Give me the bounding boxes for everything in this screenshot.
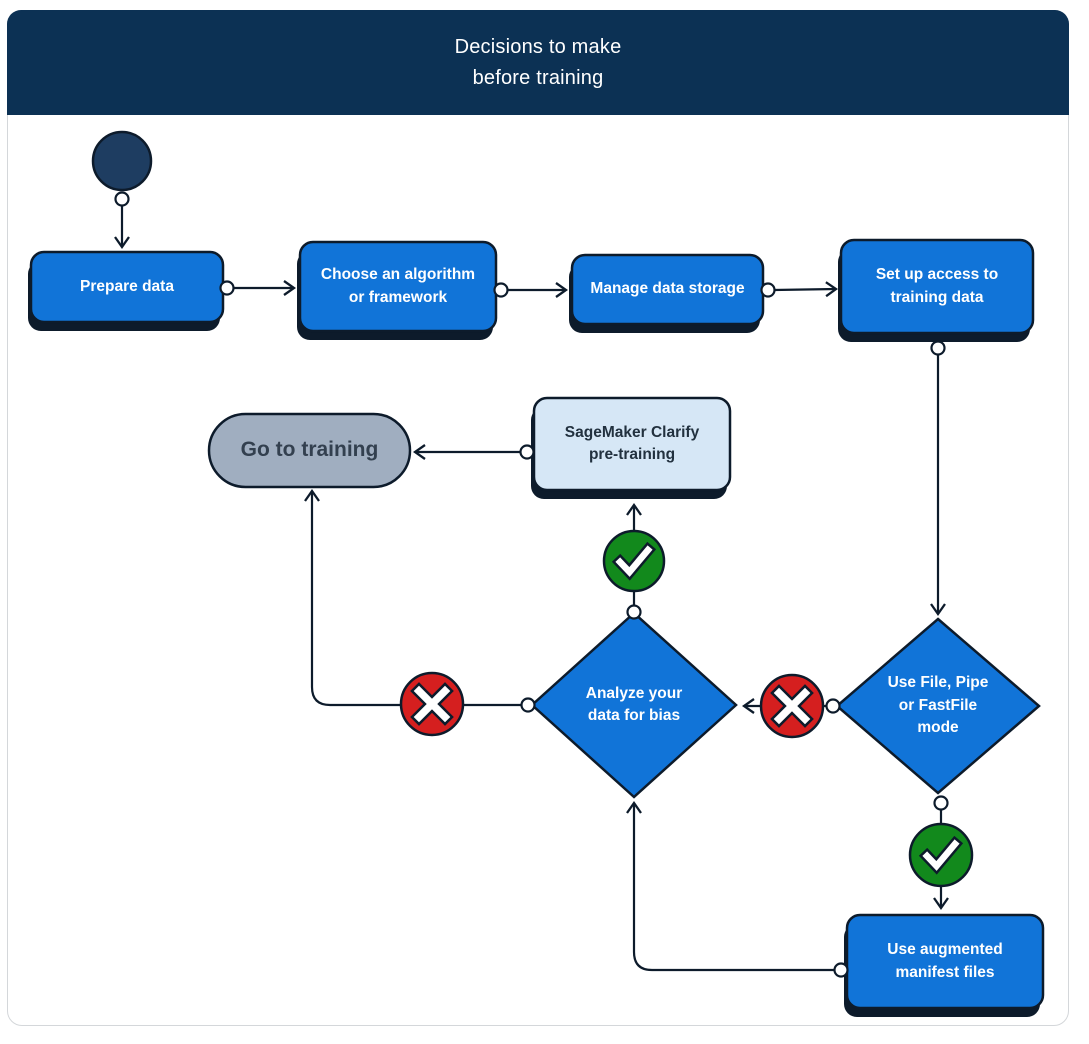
connection-point [114, 191, 130, 207]
start-state-circle [91, 130, 153, 192]
connection-point [833, 962, 849, 978]
connection-point [825, 698, 841, 714]
choose-algorithm-box [298, 240, 498, 333]
connection-point [933, 795, 949, 811]
flow-connectors [114, 205, 949, 972]
manage-storage-box [570, 253, 765, 326]
connection-point [760, 282, 776, 298]
diagram-header: Decisions to make before training [7, 10, 1069, 115]
filepipe-diamond [835, 617, 1041, 795]
failure-badge-left [399, 671, 465, 737]
failure-badge-right [759, 673, 825, 739]
augmented-manifest-box [845, 913, 1045, 1010]
box-shadows [28, 249, 1040, 1017]
connection-point [493, 282, 509, 298]
analyze-bias-diamond [530, 611, 738, 799]
diagram-title: Decisions to make before training [454, 35, 622, 89]
success-badge-bottom [908, 822, 974, 888]
go-to-training-pill [207, 412, 412, 489]
prepare-data-box [29, 250, 225, 324]
decision-badges [399, 529, 974, 888]
connector-manage-to-setup [773, 281, 839, 298]
connection-points [114, 191, 949, 978]
connection-point [520, 697, 536, 713]
connection-point [626, 604, 642, 620]
setup-access-box [839, 238, 1035, 335]
check-icon [918, 835, 964, 875]
connection-point [930, 340, 946, 356]
connection-point [219, 280, 235, 296]
success-badge-top [602, 529, 666, 593]
connection-point [519, 444, 535, 460]
connector-augmented-to-analyze [626, 800, 835, 972]
diagram-card [7, 10, 1069, 1026]
clarify-box [532, 396, 732, 492]
connector-analyze-to-training [304, 488, 522, 707]
cross-icon [410, 682, 454, 726]
flow-nodes [29, 130, 1045, 1010]
cross-icon [770, 684, 814, 728]
check-icon [611, 541, 657, 581]
